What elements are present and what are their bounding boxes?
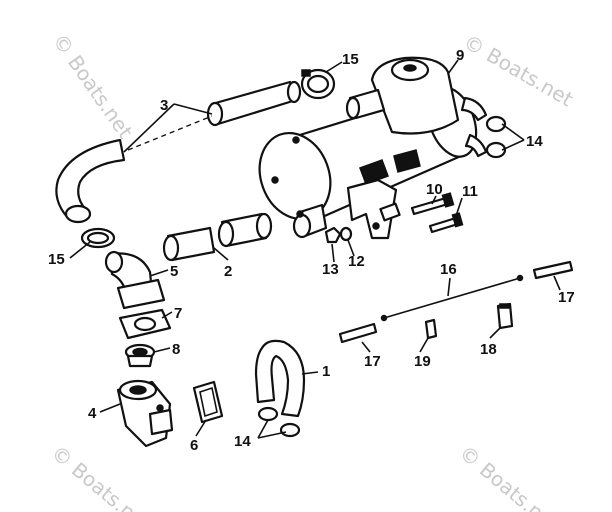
- callout-12: 12: [348, 253, 365, 270]
- part-6-gasket: [192, 380, 224, 424]
- callout-19: 19: [414, 353, 431, 370]
- callout-labels: 3 15 9 14 15 5 2 7 8 4 6 1 14 10 11 12 1…: [48, 47, 575, 454]
- callout-16: 16: [440, 261, 457, 278]
- callout-6: 6: [190, 437, 198, 454]
- callout-1: 1: [322, 363, 330, 380]
- callout-2: 2: [224, 263, 232, 280]
- watermark-top-left: © Boats.net: [48, 29, 138, 143]
- leader-lines: [69, 59, 561, 439]
- part-12-washer: [339, 226, 353, 242]
- watermark-text: © Boats.net: [48, 29, 138, 143]
- callout-15-top: 15: [342, 51, 359, 68]
- part-14-clamps-bottom: [257, 406, 301, 438]
- part-13-nut: [324, 226, 342, 244]
- callout-18: 18: [480, 341, 497, 358]
- part-9-tank: [258, 56, 488, 240]
- part-11-screw: [428, 212, 464, 234]
- callout-9: 9: [456, 47, 464, 64]
- callout-17-right: 17: [558, 289, 575, 306]
- part-14-clamps-right: [485, 115, 507, 159]
- watermark-text: © Boats.net: [460, 30, 578, 112]
- part-16-rod: [380, 274, 524, 322]
- callout-5: 5: [170, 263, 178, 280]
- part-5-elbow: [104, 250, 166, 310]
- callout-14-right: 14: [526, 133, 543, 150]
- watermark-text: © Boats.net: [47, 440, 156, 512]
- watermark-text: © Boats.net: [455, 440, 564, 512]
- callout-10: 10: [426, 181, 443, 198]
- part-2-hoses: [162, 212, 273, 262]
- callout-11: 11: [462, 183, 478, 200]
- part-3-hose: [55, 80, 302, 224]
- part-17-sleeve-left: [338, 322, 378, 344]
- part-1-u-hose: [254, 339, 306, 418]
- part-8-thermostat: [124, 343, 156, 368]
- part-15-clamp-top: [300, 68, 336, 100]
- callout-17-left: 17: [364, 353, 381, 370]
- part-4-housing: [116, 379, 174, 448]
- callout-8: 8: [172, 341, 180, 358]
- callout-13: 13: [322, 261, 339, 278]
- part-17-sleeve-right: [532, 260, 574, 280]
- callout-3: 3: [160, 97, 168, 114]
- part-7-gasket: [118, 308, 172, 340]
- part-18-fitting: [496, 302, 514, 330]
- part-19-pin: [424, 318, 438, 340]
- callout-15-left: 15: [48, 251, 65, 268]
- part-10-bolt: [410, 192, 455, 216]
- watermark-bottom-left: © Boats.net: [47, 440, 156, 512]
- callout-4: 4: [88, 405, 97, 422]
- watermark-top-right: © Boats.net: [460, 30, 578, 112]
- callout-7: 7: [174, 305, 182, 322]
- callout-14-bottom: 14: [234, 433, 251, 450]
- watermark-bottom-right: © Boats.net: [455, 440, 564, 512]
